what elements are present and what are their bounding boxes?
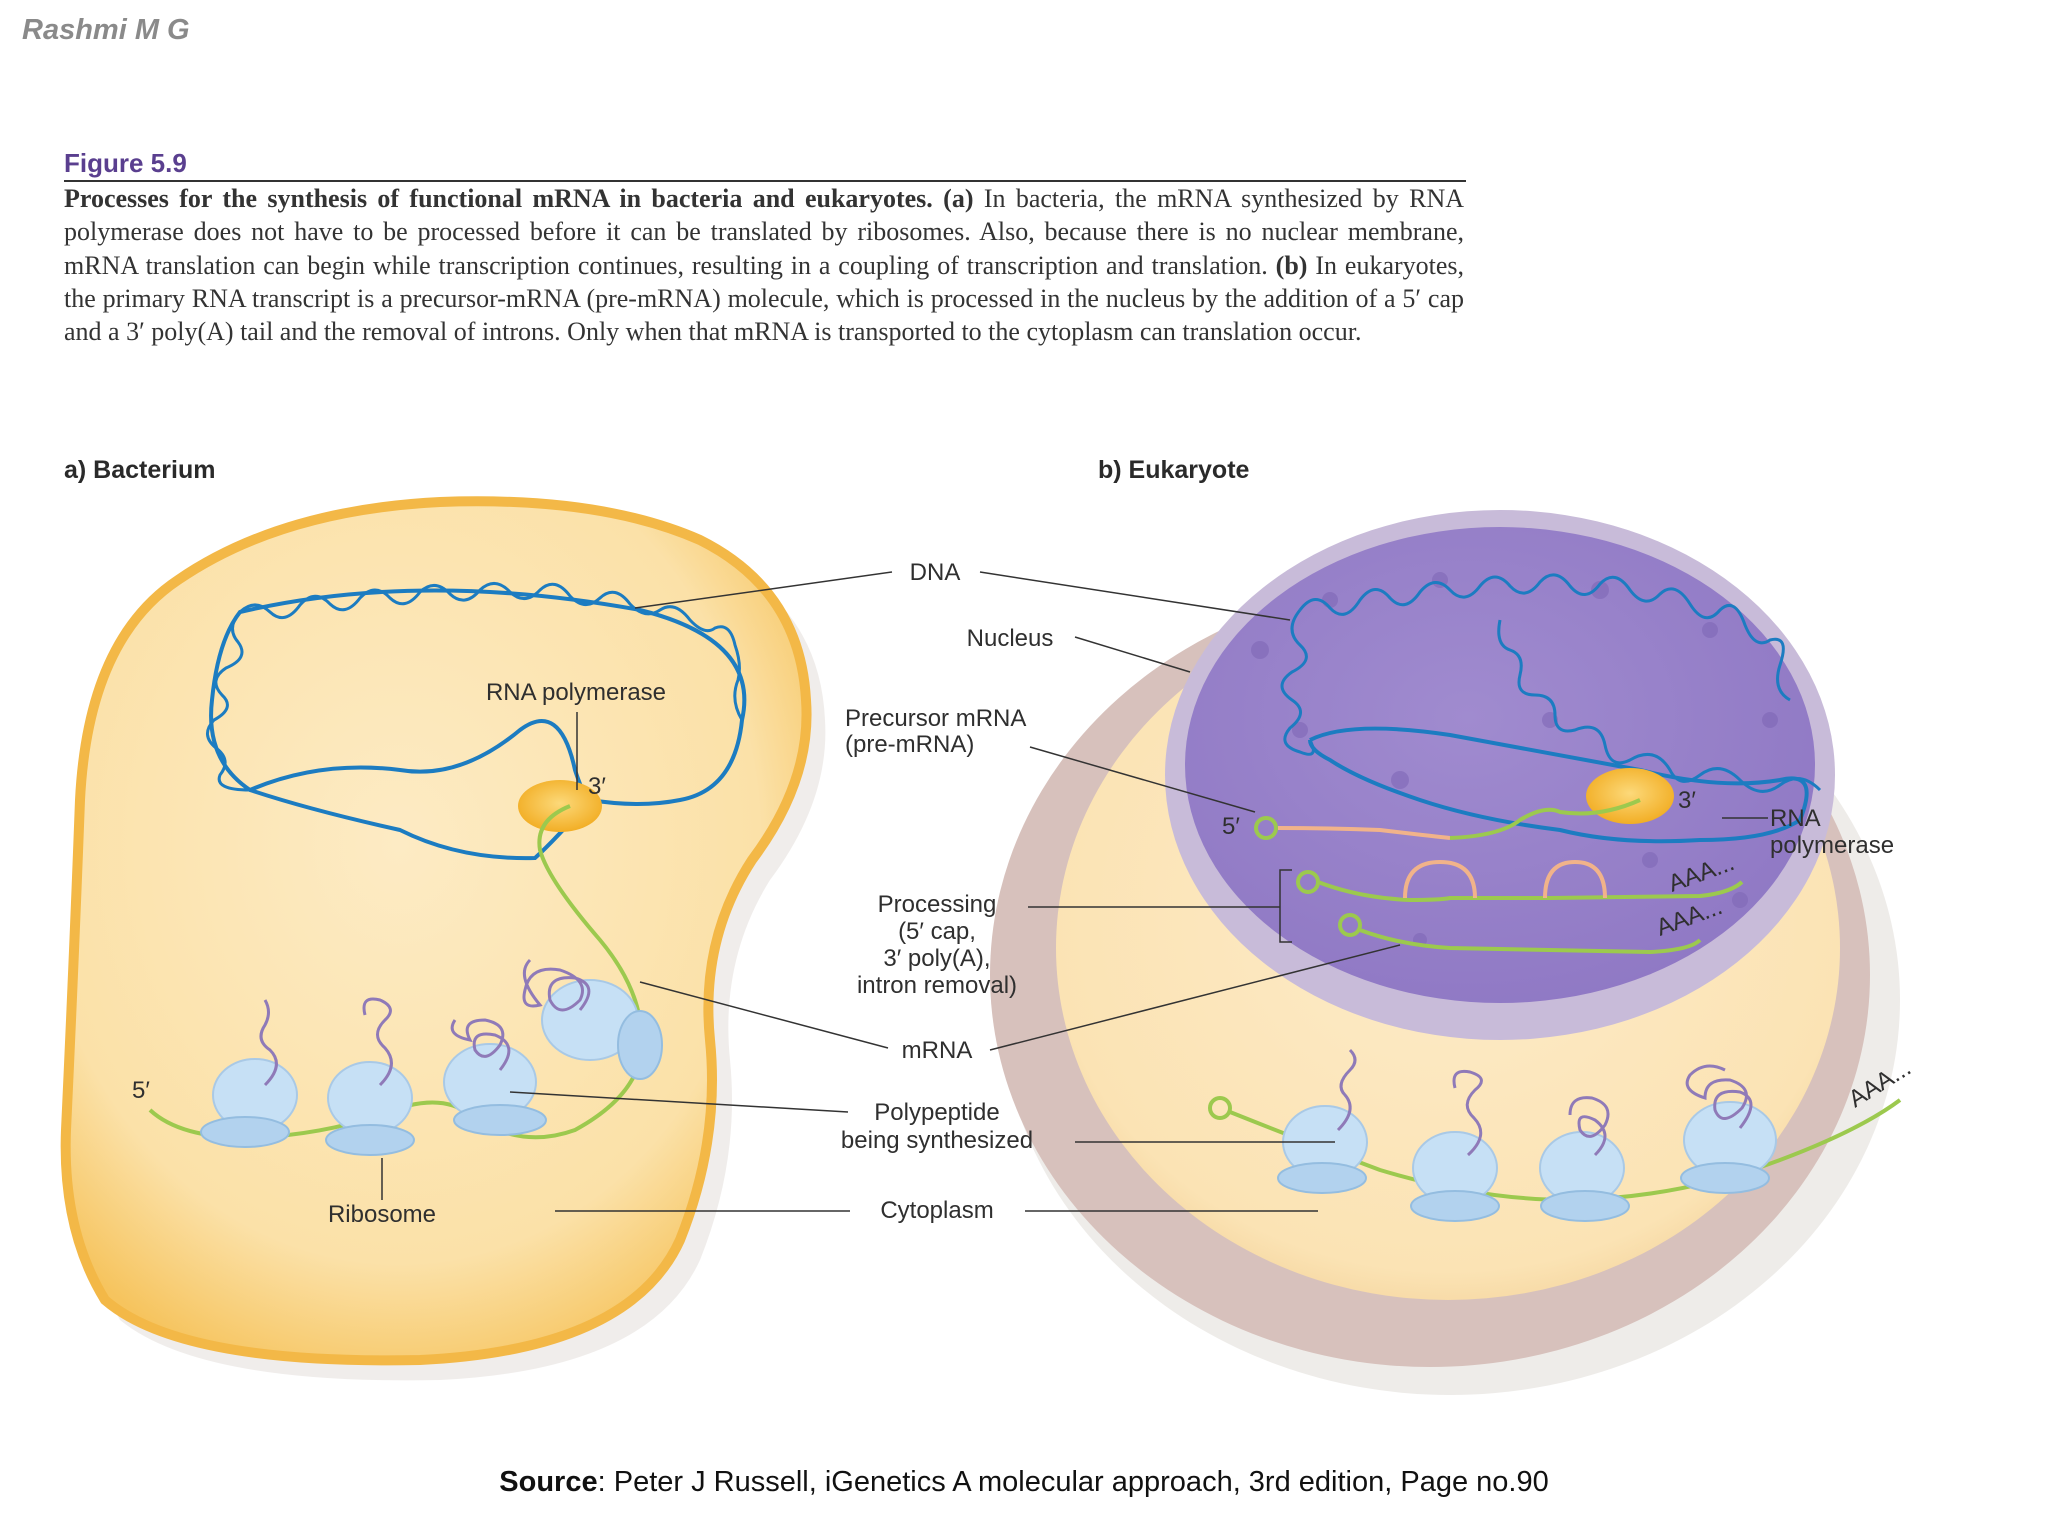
label-five-prime-bacterial: 5′ [132, 1077, 150, 1104]
label-rna-polymerase-eukaryotic-line2: polymerase [1770, 832, 1894, 859]
source-prefix: Source [499, 1466, 598, 1498]
bacterial-ribosomes [200, 958, 663, 1156]
processing-bracket [1279, 869, 1292, 943]
leader-lines [509, 571, 1401, 1212]
bacterial-dna-helix [238, 582, 744, 721]
label-three-prime-eukaryotic: 3′ [1678, 787, 1696, 814]
eukaryotic-dna-helix-left [1280, 609, 1315, 756]
ribosome [443, 1018, 547, 1136]
ribosome [1539, 1096, 1630, 1222]
label-cytoplasm: Cytoplasm [880, 1197, 993, 1224]
label-five-prime-eukaryotic: 5′ [1222, 813, 1240, 840]
five-prime-cap [1208, 1096, 1232, 1120]
ribosome [522, 958, 663, 1080]
label-rna-polymerase-eukaryotic-line1: RNA [1770, 805, 1821, 832]
bacterium-cell [60, 496, 826, 1381]
processing-transcript [1317, 880, 1744, 903]
pre-mrna-exon [1449, 798, 1641, 840]
five-prime-cap [1254, 816, 1278, 840]
source-text: : Peter J Russell, iGenetics A molecular… [597, 1466, 1549, 1498]
bacterial-transcribed-strand [249, 719, 591, 802]
mrna-synthesis-diagram: DNA Nucleus RNA polymerase Precursor mRN… [60, 496, 1916, 1395]
polypeptide-chain [362, 997, 393, 1087]
five-prime-cap [1296, 870, 1320, 894]
ribosome [1410, 1069, 1500, 1222]
source-citation: Source: Peter J Russell, iGenetics A mol… [0, 1466, 2048, 1499]
polypeptide-chain [1336, 1048, 1357, 1132]
eukaryotic-dna-helix [1298, 573, 1791, 702]
polypeptide-chain [1685, 1064, 1753, 1129]
bacterial-rna-polymerase [518, 780, 602, 832]
figure-caption: Processes for the synthesis of functiona… [64, 182, 1464, 348]
label-being-synthesized: being synthesized [841, 1127, 1033, 1154]
part-b-text: In eukaryotes, the primary RNA transcrip… [64, 250, 1465, 347]
nucleus [1185, 527, 1815, 1003]
eukaryotic-ribosomes [1277, 1048, 1777, 1222]
label-mrna: mRNA [902, 1037, 973, 1064]
label-three-prime-bacterial: 3′ [588, 773, 606, 800]
intron-loop [1543, 859, 1607, 899]
label-polypeptide: Polypeptide [874, 1099, 999, 1126]
pre-mrna [1277, 826, 1451, 840]
label-ribosome: Ribosome [328, 1201, 436, 1228]
panel-label-bacterium: a) Bacterium [64, 456, 216, 484]
polypeptide-chain [522, 958, 591, 1012]
polypeptide-chain [1568, 1096, 1610, 1157]
label-rna-polymerase-bacterial: RNA polymerase [486, 679, 666, 706]
label-processing-intron: intron removal) [857, 972, 1017, 999]
polypeptide-chain [450, 1018, 511, 1071]
label-processing: Processing [878, 891, 997, 918]
label-dna: DNA [910, 559, 961, 586]
part-b-marker: (b) [1275, 250, 1308, 280]
eukaryotic-rna-polymerase [1586, 768, 1674, 824]
eukaryotic-transcribed-strand [1308, 726, 1809, 844]
part-a-text: In bacteria, the mRNA synthesized by RNA… [64, 184, 1465, 280]
part-a-marker: (a) [943, 184, 974, 213]
label-nucleus: Nucleus [967, 625, 1054, 652]
figure-title: Processes for the synthesis of functiona… [64, 184, 933, 213]
ribosome [200, 999, 298, 1148]
label-processing-polya: 3′ poly(A), [883, 945, 990, 972]
ribosome [325, 997, 415, 1156]
processed-mrna [1359, 928, 1702, 955]
panel-label-eukaryote: b) Eukaryote [1098, 456, 1250, 484]
figure-divider [64, 180, 1466, 182]
five-prime-cap [1338, 913, 1362, 937]
polypeptide-chain [1452, 1069, 1483, 1157]
label-precursor-mrna: Precursor mRNA [845, 705, 1026, 732]
polypeptide-chain [259, 999, 278, 1087]
label-pre-mrna: (pre-mRNA) [845, 731, 974, 758]
author-name: Rashmi M G [22, 14, 190, 46]
eukaryotic-dna-inner-helix [1497, 619, 1822, 793]
label-processing-cap: (5′ cap, [898, 918, 976, 945]
bacterial-dna-helix-left [206, 611, 251, 792]
ribosome [1680, 1064, 1777, 1194]
figure-number: Figure 5.9 [64, 148, 187, 178]
intron-loop [1403, 859, 1477, 899]
